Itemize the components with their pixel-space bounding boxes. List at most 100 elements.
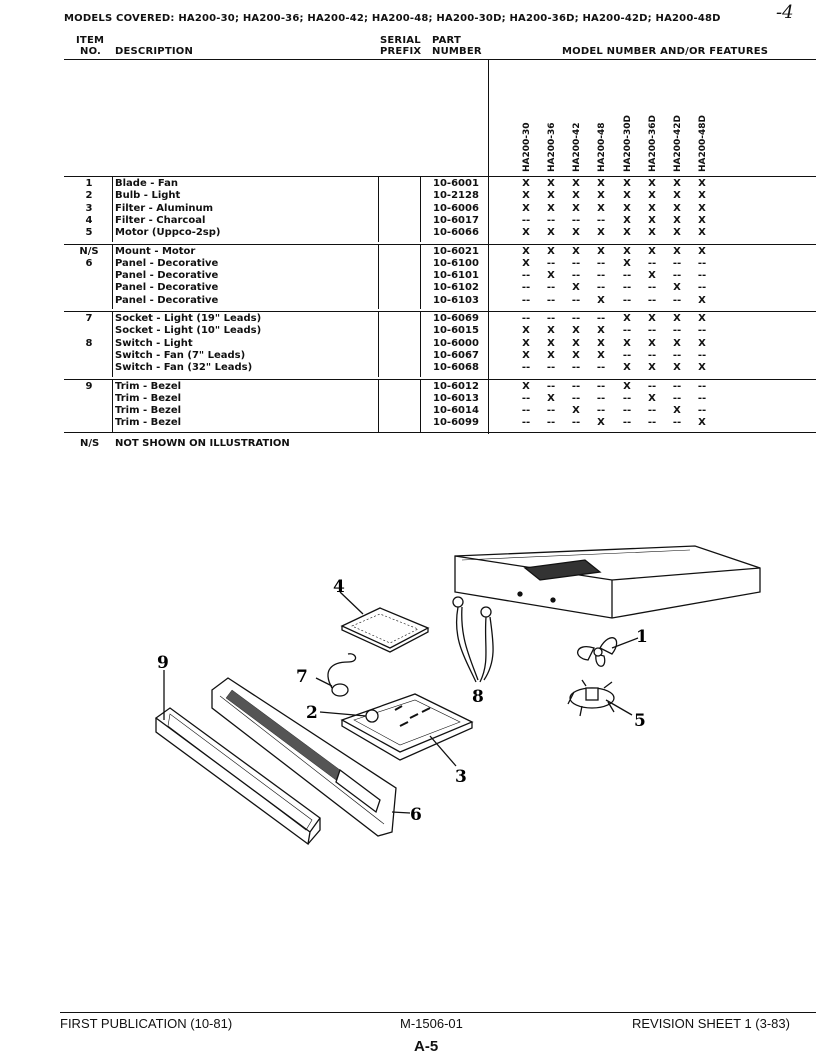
model-mark: --: [546, 257, 556, 269]
model-mark: --: [546, 362, 556, 374]
model-mark: --: [647, 282, 657, 294]
callout-9: 9: [157, 653, 169, 673]
model-mark: --: [521, 405, 531, 417]
model-mark: X: [597, 202, 605, 214]
model-mark: X: [597, 337, 605, 349]
model-mark: --: [596, 214, 606, 226]
model-mark: --: [697, 349, 707, 361]
col-serial-1: SERIAL: [380, 35, 421, 46]
item-number: 4: [85, 214, 93, 226]
group-rule: [64, 176, 816, 177]
model-mark: --: [647, 405, 657, 417]
part-description: Panel - Decorative: [115, 257, 219, 269]
callout-5: 5: [634, 711, 646, 731]
part-number: 10-6006: [433, 202, 479, 214]
model-label: HA200-36D: [648, 114, 658, 172]
part-description: Panel - Decorative: [115, 270, 219, 282]
model-mark: --: [647, 325, 657, 337]
model-mark: --: [697, 270, 707, 282]
model-mark: --: [521, 282, 531, 294]
model-mark: X: [623, 214, 631, 226]
part-description: Motor (Uppco-2sp): [115, 227, 221, 239]
model-mark: --: [672, 417, 682, 429]
model-mark: X: [597, 227, 605, 239]
model-mark: X: [648, 227, 656, 239]
callout-2: 2: [306, 703, 318, 723]
model-mark: X: [698, 313, 706, 324]
part-description: Filter - Aluminum: [115, 202, 214, 214]
item-number: 7: [85, 313, 93, 324]
column-rule: [378, 311, 379, 377]
model-mark: --: [697, 392, 707, 404]
column-rule: [112, 243, 113, 309]
model-mark: --: [521, 417, 531, 429]
model-mark: X: [547, 245, 555, 257]
model-mark: X: [648, 337, 656, 349]
model-label: HA200-36: [547, 122, 557, 172]
footer-page-number: A-5: [414, 1038, 439, 1055]
model-mark: X: [623, 380, 631, 392]
model-mark: --: [622, 325, 632, 337]
model-mark: --: [521, 270, 531, 282]
model-mark: --: [596, 257, 606, 269]
part-number: 10-6067: [433, 349, 479, 361]
model-mark: X: [572, 227, 580, 239]
model-label: HA200-30D: [623, 114, 633, 172]
model-mark: X: [572, 202, 580, 214]
column-rule: [420, 311, 421, 377]
model-mark: X: [673, 227, 681, 239]
model-mark: --: [596, 405, 606, 417]
model-mark: --: [571, 380, 581, 392]
callout-4: 4: [333, 577, 345, 597]
model-mark: --: [672, 349, 682, 361]
model-mark: --: [672, 380, 682, 392]
part-number: 10-6013: [433, 392, 479, 404]
model-label: HA200-42D: [673, 114, 683, 172]
model-mark: X: [572, 245, 580, 257]
part-number: 10-2128: [433, 190, 479, 202]
aluminum-filter: [319, 693, 474, 767]
model-mark: X: [597, 190, 605, 202]
part-number: 10-6015: [433, 325, 479, 337]
part-number: 10-6102: [433, 282, 479, 294]
col-part-1: PART: [432, 35, 462, 46]
model-mark: X: [623, 178, 631, 189]
group-rule: [64, 378, 816, 380]
model-mark: X: [597, 417, 605, 429]
model-mark: X: [673, 214, 681, 226]
model-mark: --: [672, 325, 682, 337]
model-mark: X: [522, 257, 530, 269]
hood-housing: [454, 545, 761, 619]
fan-blade: [577, 637, 639, 667]
model-mark: X: [522, 337, 530, 349]
model-mark: --: [697, 380, 707, 392]
part-number: 10-6066: [433, 227, 479, 239]
model-mark: X: [648, 190, 656, 202]
col-part-2: NUMBER: [432, 46, 482, 57]
model-mark: --: [647, 380, 657, 392]
note-text: NOT SHOWN ON ILLUSTRATION: [115, 438, 290, 449]
model-mark: X: [623, 362, 631, 374]
model-mark: --: [571, 257, 581, 269]
model-mark: X: [648, 178, 656, 189]
model-mark: X: [597, 245, 605, 257]
part-description: Switch - Light: [115, 337, 193, 349]
part-number: 10-6103: [433, 294, 479, 306]
model-mark: --: [546, 214, 556, 226]
footer-document-number: M-1506-01: [400, 1016, 463, 1031]
model-mark: X: [648, 202, 656, 214]
model-mark: --: [622, 405, 632, 417]
model-mark: X: [673, 362, 681, 374]
col-item-2: NO.: [80, 46, 102, 57]
column-rule: [378, 378, 379, 432]
model-mark: X: [698, 227, 706, 239]
part-description: Bulb - Light: [115, 190, 181, 202]
model-mark: X: [673, 337, 681, 349]
model-mark: --: [521, 214, 531, 226]
model-mark: --: [596, 313, 606, 324]
model-mark: X: [547, 227, 555, 239]
model-mark: --: [647, 294, 657, 306]
model-mark: --: [697, 405, 707, 417]
model-mark: --: [546, 405, 556, 417]
column-rule: [420, 176, 421, 242]
